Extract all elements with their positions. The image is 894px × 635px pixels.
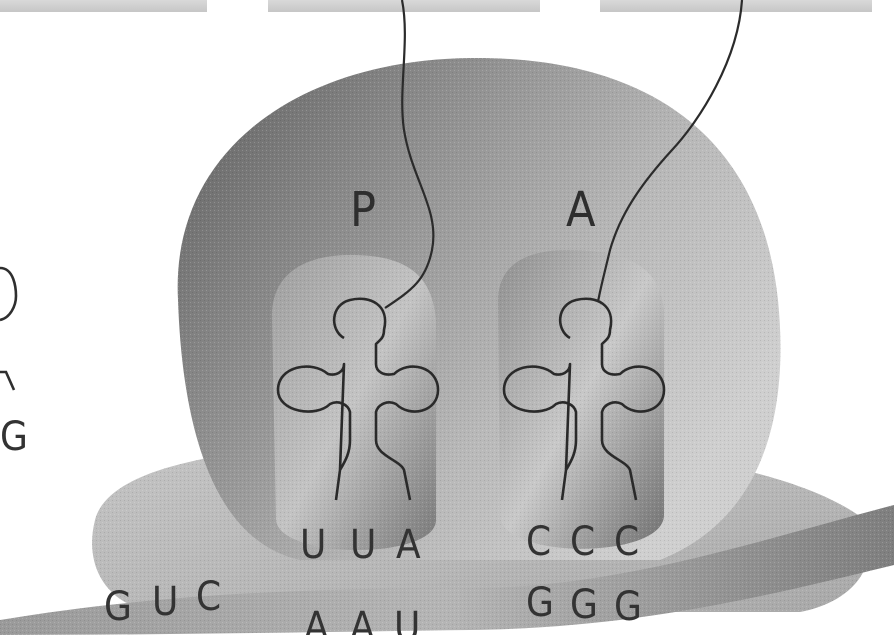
a-codon-base-2: G — [570, 582, 598, 628]
p-site-label: P — [350, 182, 376, 238]
fragment-loop — [0, 268, 16, 320]
a-anticodon-base-3: C — [614, 519, 639, 565]
top-box-right — [600, 0, 872, 12]
a-site-pocket — [498, 250, 664, 549]
p-anticodon-base-2: U — [350, 522, 376, 568]
a-anticodon-base-1: C — [526, 519, 551, 565]
p-anticodon-base-1: U — [300, 522, 326, 568]
p-anticodon: U U A — [300, 522, 421, 568]
p-anticodon-base-3: A — [396, 522, 421, 568]
left-edge-fragment — [0, 268, 16, 390]
a-anticodon-base-2: C — [570, 519, 595, 565]
left-edge-letter: G — [0, 414, 28, 460]
p-codon: A A U — [304, 604, 420, 635]
a-codon: G G G — [526, 580, 642, 630]
mrna-left-base-3: C — [196, 574, 221, 620]
a-anticodon: C C C — [526, 519, 639, 565]
p-codon-base-2: A — [350, 604, 375, 635]
mrna-left-base-2: U — [152, 579, 178, 625]
p-codon-base-3: U — [394, 604, 420, 635]
fragment-stroke — [0, 372, 14, 390]
mrna-left-base-1: G — [104, 584, 132, 630]
p-codon-base-1: A — [304, 604, 329, 635]
a-site-label: A — [566, 182, 596, 238]
a-codon-base-1: G — [526, 580, 554, 626]
top-box-left — [0, 0, 207, 12]
a-codon-base-3: G — [614, 584, 642, 630]
large-subunit — [178, 58, 781, 560]
